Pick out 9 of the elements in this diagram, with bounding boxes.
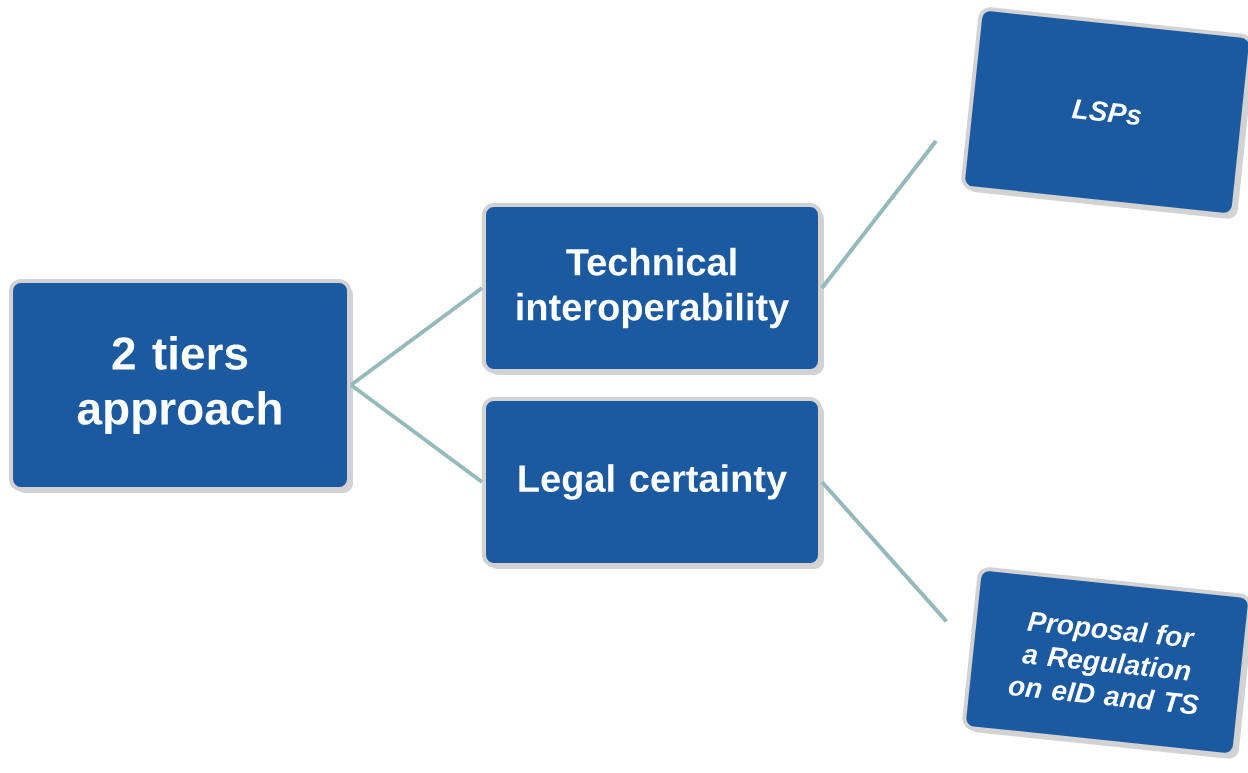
- process-box: Technical interoperability: [482, 203, 824, 375]
- connector-line: [820, 480, 948, 623]
- process-box: LSPs: [961, 7, 1248, 219]
- connector-line: [349, 383, 484, 484]
- process-box: Legal certainty: [482, 397, 824, 569]
- connector-line: [820, 139, 938, 290]
- process-box: 2 tiers approach: [9, 279, 353, 493]
- process-box: Proposal for a Regulation on eID and TS: [962, 567, 1248, 759]
- connector-line: [349, 286, 484, 387]
